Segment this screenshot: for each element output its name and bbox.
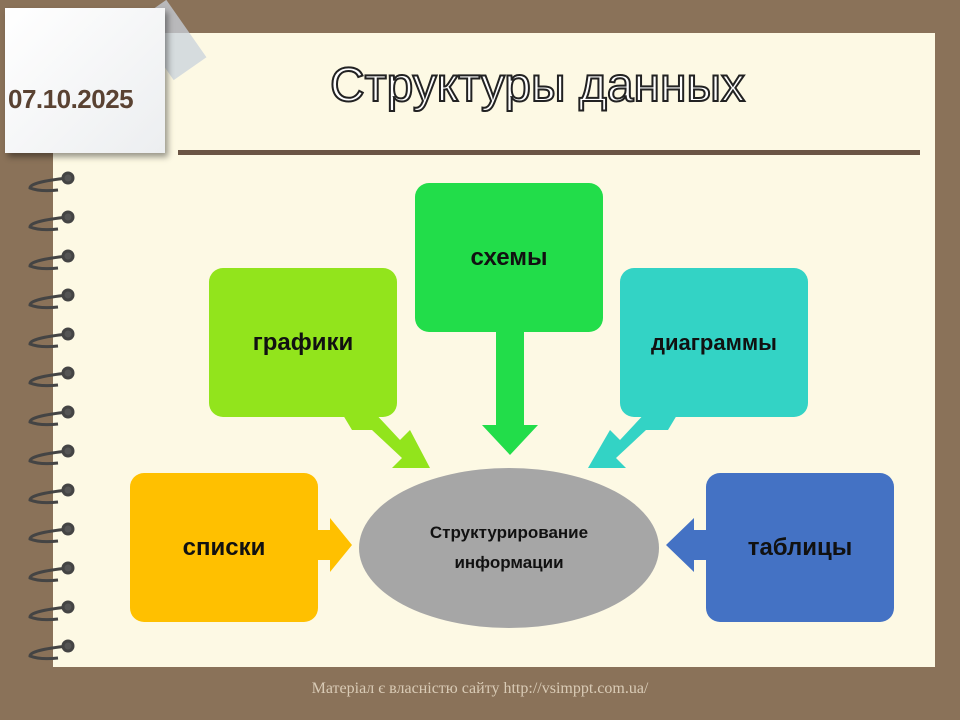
- box-skhemy: схемы: [415, 183, 603, 332]
- date-label: 07.10.2025: [8, 84, 134, 114]
- arrow-diagrammy: [588, 410, 680, 468]
- ring-hole: [61, 327, 75, 341]
- ring-hole: [61, 249, 75, 263]
- box-spiski: списки: [130, 473, 318, 622]
- page-title: Структуры данных: [329, 58, 746, 113]
- center-line1: Структурирование: [429, 523, 589, 542]
- ring-hole: [61, 483, 75, 497]
- ring-hole: [61, 444, 75, 458]
- box-tablitsy: таблицы: [706, 473, 894, 622]
- spiral-ring: [28, 332, 69, 349]
- spiral-ring: [28, 410, 69, 427]
- ring-hole: [61, 600, 75, 614]
- spiral-ring: [28, 644, 69, 661]
- arrow-grafiki: [340, 410, 430, 468]
- spiral-ring: [28, 605, 69, 622]
- title-divider: [178, 150, 920, 155]
- box-diagrammy: диаграммы: [620, 268, 808, 417]
- ring-hole: [61, 171, 75, 185]
- ring-hole: [61, 366, 75, 380]
- box-grafiki: графики: [209, 268, 397, 417]
- center-line2: информации: [454, 553, 564, 572]
- date-note: [5, 8, 165, 153]
- spiral-ring: [28, 293, 69, 310]
- ring-hole: [61, 210, 75, 224]
- ring-hole: [61, 522, 75, 536]
- arrow-skhemy: [482, 331, 538, 455]
- center-ellipse: Структурирование информации: [359, 468, 659, 628]
- ring-hole: [61, 405, 75, 419]
- spiral-ring: [28, 215, 69, 232]
- spiral-ring: [28, 176, 69, 193]
- spiral-ring: [28, 449, 69, 466]
- spiral-ring: [28, 527, 69, 544]
- ring-hole: [61, 561, 75, 575]
- arrow-spiski: [318, 518, 352, 572]
- spiral-ring: [28, 254, 69, 271]
- arrow-tablitsy: [666, 518, 706, 572]
- spiral-ring: [28, 488, 69, 505]
- spiral-ring: [28, 566, 69, 583]
- ring-hole: [61, 288, 75, 302]
- spiral-ring: [28, 371, 69, 388]
- ring-hole: [61, 639, 75, 653]
- footer-credit: Матеріал є власністю сайту http://vsimpp…: [311, 680, 649, 697]
